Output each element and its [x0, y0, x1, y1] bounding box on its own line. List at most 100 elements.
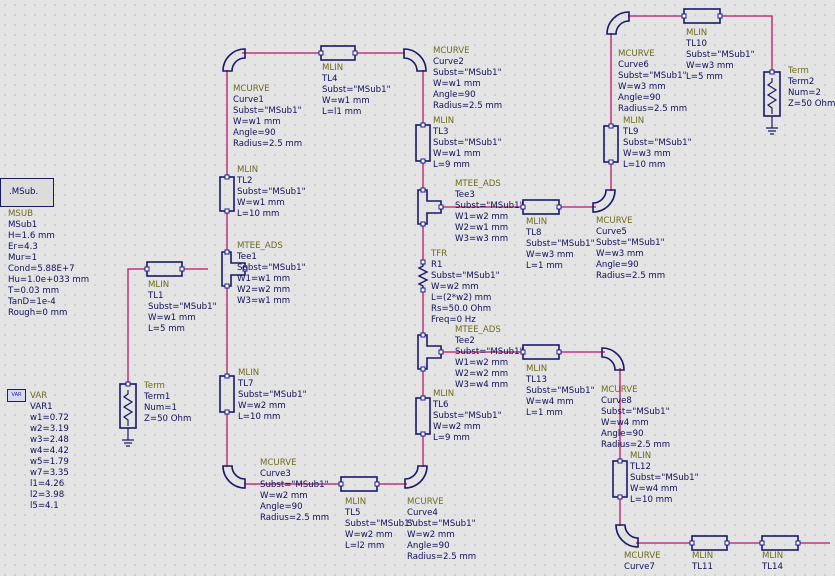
var-icon-label: VAR: [11, 392, 22, 398]
tl6-param: W=w2 mm: [433, 422, 481, 432]
pin-node: [556, 204, 562, 210]
tl5-type: MLIN: [345, 497, 367, 507]
curve8-param: Subst="MSub1": [601, 407, 670, 417]
pin-node: [438, 349, 444, 355]
pin-node: [224, 373, 230, 379]
pin-node: [420, 122, 426, 128]
tl13[interactable]: [522, 344, 560, 360]
tl4[interactable]: [320, 45, 356, 61]
r1-param: L=(2*w2) mm: [431, 293, 492, 303]
tl1-param: L=5 mm: [148, 324, 185, 334]
tl10[interactable]: [683, 8, 721, 24]
pin-node: [374, 481, 380, 487]
pin-node: [420, 366, 426, 372]
tee3-param: Tee3: [455, 190, 475, 200]
nodes: [125, 13, 801, 546]
tl2-type: MLIN: [237, 165, 259, 175]
pin-node: [420, 395, 426, 401]
tl11-type: MLIN: [692, 551, 714, 561]
tl1-type: MLIN: [148, 280, 170, 290]
tl10-type: MLIN: [686, 28, 708, 38]
curve6[interactable]: [606, 11, 630, 35]
pin-node: [759, 540, 765, 546]
var-param: l1=4.26: [30, 479, 65, 489]
pin-node: [224, 409, 230, 415]
curve5[interactable]: [592, 189, 616, 213]
msub-box[interactable]: .MSub.: [0, 178, 54, 207]
curve5-param: Radius=2.5 mm: [596, 271, 666, 281]
tl3-param: L=9 mm: [433, 160, 470, 170]
tl13-param: L=1 mm: [526, 408, 563, 418]
tee2-param: Tee2: [455, 336, 475, 346]
pin-node: [420, 187, 426, 193]
tl3[interactable]: [415, 124, 431, 162]
tl14[interactable]: [761, 535, 799, 551]
pin-node: [420, 221, 426, 227]
tl10-param: TL10: [686, 39, 707, 49]
tee2[interactable]: [417, 334, 442, 370]
curve8[interactable]: [601, 347, 625, 371]
curve1[interactable]: [222, 48, 246, 72]
curve4-param: Angle=90: [407, 541, 450, 551]
wires: [127, 15, 830, 544]
pin-node: [520, 204, 526, 210]
tee3-param: W1=w2 mm: [455, 212, 509, 222]
r1-param: R1: [431, 260, 443, 270]
tl12-param: Subst="MSub1": [630, 473, 699, 483]
curve2[interactable]: [403, 48, 427, 72]
tee1-param: W1=w1 mm: [237, 274, 291, 284]
tl9[interactable]: [603, 125, 619, 163]
tl6[interactable]: [415, 397, 431, 435]
var-icon[interactable]: VAR: [7, 389, 26, 402]
pin-node: [420, 287, 426, 293]
tl2-param: W=w1 mm: [237, 198, 285, 208]
curve1-type: MCURVE: [233, 84, 270, 94]
tl7[interactable]: [219, 375, 235, 413]
tl12[interactable]: [612, 460, 628, 498]
curve3-param: Curve3: [260, 469, 291, 479]
curve4-param: Subst="MSub1": [407, 519, 476, 529]
tl1-param: TL1: [148, 291, 164, 301]
wire-tl10-term2: [720, 15, 773, 72]
tee3[interactable]: [417, 189, 442, 225]
curve8-param: W=w4 mm: [601, 418, 649, 428]
r1-param: Rs=50.0 Ohm: [431, 304, 492, 314]
tl8[interactable]: [522, 199, 560, 215]
curve5-param: Subst="MSub1": [596, 238, 665, 248]
r1[interactable]: [417, 262, 429, 290]
tl11[interactable]: [691, 535, 728, 551]
tl7-param: Subst="MSub1": [238, 390, 307, 400]
curve7[interactable]: [615, 524, 639, 548]
tl8-param: L=1 mm: [526, 261, 563, 271]
var-param: l2=3.98: [30, 490, 65, 500]
tl6-param: Subst="MSub1": [433, 411, 502, 421]
tl10-param: L=5 mm: [686, 72, 723, 82]
tl11-param: TL11: [692, 562, 713, 572]
curve1-param: Radius=2.5 mm: [233, 139, 303, 149]
tl3-param: TL3: [433, 127, 449, 137]
msub-param: T=0.03 mm: [8, 286, 60, 296]
curve5-param: W=w3 mm: [596, 249, 644, 259]
tee2-param: Subst="MSub1": [455, 347, 524, 357]
curve6-param: Angle=90: [618, 93, 661, 103]
curve2-param: Subst="MSub1": [433, 68, 502, 78]
curve4[interactable]: [404, 465, 428, 489]
term1-param: Num=1: [144, 403, 177, 413]
tl2[interactable]: [219, 176, 235, 212]
tl5[interactable]: [340, 476, 378, 492]
pin-node: [608, 159, 614, 165]
curve3[interactable]: [222, 465, 246, 489]
tl7-type: MLIN: [238, 368, 260, 378]
tl1[interactable]: [146, 261, 183, 277]
